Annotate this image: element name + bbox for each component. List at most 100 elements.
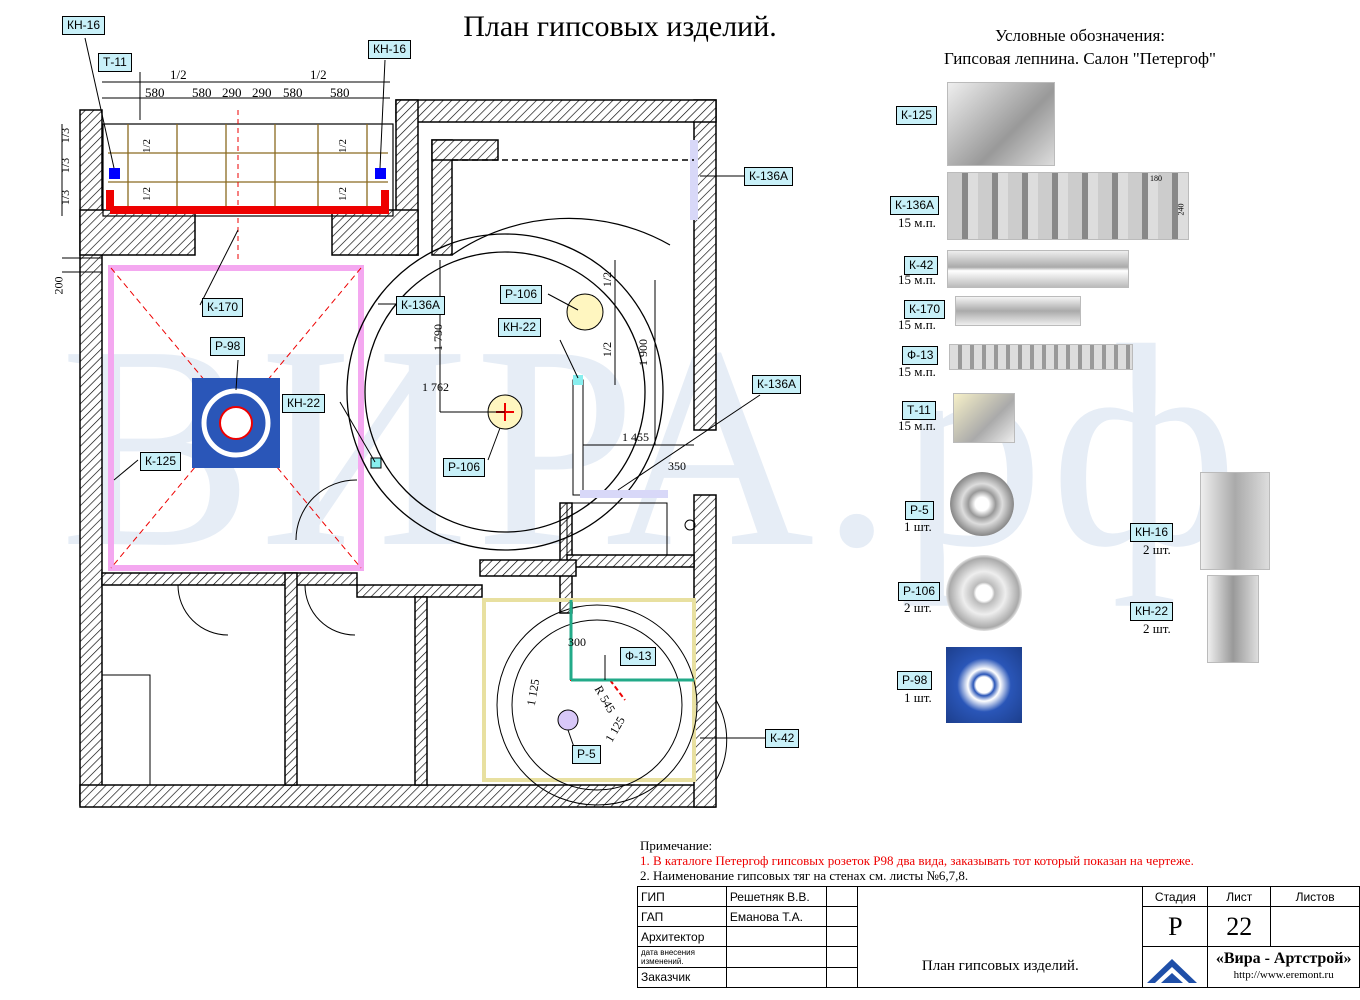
legend-image-f13: [949, 344, 1133, 370]
legend-qty-f13: 15 м.п.: [898, 364, 936, 379]
legend-image-k170: [955, 296, 1081, 326]
tag-k125: К-125: [140, 452, 182, 471]
note-block: Примечание: 1. В каталоге Петергоф гипсо…: [640, 838, 1194, 883]
legend-heading-line2: Гипсовая лепнина. Салон "Петергоф": [944, 49, 1216, 68]
stamp-stage-label: Стадия: [1142, 886, 1209, 907]
dim-200: 200: [51, 276, 66, 295]
legend-image-kn22: [1207, 575, 1259, 663]
stamp-website: http://www.eremont.ru: [1233, 969, 1334, 981]
legend-code-k125: К-125: [896, 106, 938, 125]
dim-third-1: 1/3: [58, 127, 73, 144]
dim-1455: 1 455: [622, 430, 649, 444]
tag-k170: К-170: [202, 298, 244, 317]
legend-heading: Условные обозначения: Гипсовая лепнина. …: [880, 24, 1280, 70]
dim-half-left: 1/2: [170, 67, 187, 82]
legend-code-f13: Ф-13: [902, 346, 939, 365]
company-logo-icon: [1147, 959, 1198, 983]
dim-seg-4: 290: [252, 85, 272, 100]
legend-code-k42: К-42: [904, 256, 939, 275]
stamp-role-2: ГАП: [637, 906, 727, 927]
stamp-sheets-label: Листов: [1270, 886, 1360, 907]
stamp-company-name: «Вира - Артстрой»: [1215, 950, 1352, 967]
dim-350: 350: [668, 459, 686, 473]
note-heading: Примечание:: [640, 838, 713, 853]
tag-p106-bottom: Р-106: [443, 458, 486, 477]
legend-qty-t11: 15 м.п.: [898, 418, 936, 433]
stamp-name-3: [725, 926, 828, 947]
legend-image-p106: [946, 555, 1022, 631]
legend-code-p98: Р-98: [897, 671, 933, 690]
dim-third-3: 1/3: [58, 189, 73, 206]
legend-image-t11: [953, 393, 1015, 443]
legend-dim-240: 240: [1176, 203, 1186, 216]
stamp-name-5: [725, 966, 828, 988]
dim-half-right: 1/2: [310, 67, 327, 82]
dim-1900: 1 900: [636, 339, 650, 366]
legend-image-p98: [946, 647, 1022, 723]
dim-seg-2: 580: [192, 85, 212, 100]
dim-half-v2: 1/2: [600, 341, 615, 358]
note-line-2: 2. Наименование гипсовых тяг на стенах с…: [640, 868, 969, 883]
dim-half-v1: 1/2: [600, 271, 615, 288]
stamp-role-4: дата внесения изменений.: [637, 946, 727, 968]
stamp-company: «Вира - Артстрой» http://www.eremont.ru: [1207, 946, 1360, 988]
legend-image-k42: [947, 250, 1129, 288]
dim-300: 300: [568, 635, 586, 649]
legend-image-p5: [950, 472, 1014, 536]
stamp-name-2: Еманова Т.А.: [725, 906, 828, 927]
legend-qty-k42: 15 м.п.: [898, 272, 936, 287]
tag-kn16-left: КН-16: [62, 16, 105, 35]
stamp-drawing-title: План гипсовых изделий.: [857, 946, 1144, 988]
legend-code-kn22: КН-22: [1130, 602, 1173, 621]
note-line-1: 1. В каталоге Петергоф гипсовых розеток …: [640, 853, 1194, 868]
stamp-role-5: Заказчик: [637, 966, 727, 988]
dim-seg-5: 580: [283, 85, 303, 100]
dim-half-small-1: 1/2: [141, 138, 154, 154]
legend-code-k136a: К-136А: [890, 196, 940, 215]
tag-kn22-left: КН-22: [282, 394, 325, 413]
legend-qty-kn16: 2 шт.: [1143, 542, 1171, 557]
dim-seg-6: 580: [330, 85, 350, 100]
legend-code-t11: Т-11: [902, 401, 936, 420]
legend-qty-kn22: 2 шт.: [1143, 621, 1171, 636]
legend-code-k170: К-170: [904, 300, 946, 319]
legend-image-k125: [947, 82, 1055, 166]
tag-p106-top: Р-106: [500, 285, 543, 304]
stamp-logo: [1142, 946, 1209, 988]
legend-qty-k170: 15 м.п.: [898, 317, 936, 332]
legend-code-p106: Р-106: [898, 582, 941, 601]
legend-code-p5: Р-5: [905, 501, 934, 520]
tag-kn16-right: КН-16: [368, 40, 411, 59]
stamp-sheets: [1270, 906, 1360, 947]
dim-half-small-2: 1/2: [141, 186, 154, 202]
legend-qty-p5: 1 шт.: [904, 519, 932, 534]
legend-image-k136a: [947, 172, 1189, 240]
stamp-role-1: ГИП: [637, 886, 727, 907]
dim-1762: 1 762: [422, 380, 449, 394]
tag-k136a-top: К-136А: [744, 167, 794, 186]
page-title: План гипсовых изделий.: [463, 10, 777, 43]
legend-image-kn16: [1200, 472, 1270, 570]
stamp-sheet-label: Лист: [1207, 886, 1272, 907]
floor-plan: [61, 37, 766, 808]
legend-qty-p106: 2 шт.: [904, 600, 932, 615]
dim-seg-1: 580: [145, 85, 165, 100]
dim-half-small-3: 1/2: [337, 138, 350, 154]
tag-kn22-right: КН-22: [498, 318, 541, 337]
title-block: ГИП Решетняк В.В. Стадия Лист Листов ГАП…: [637, 886, 1360, 988]
tag-k136a-right: К-136А: [752, 375, 802, 394]
dim-1790: 1 790: [431, 324, 445, 351]
legend-qty-p98: 1 шт.: [904, 690, 932, 705]
stamp-name-1: Решетняк В.В.: [725, 886, 828, 907]
dim-half-small-4: 1/2: [337, 186, 350, 202]
stamp-role-3: Архитектор: [637, 926, 727, 947]
tag-p5: Р-5: [572, 745, 601, 764]
legend-code-kn16: КН-16: [1130, 523, 1173, 542]
stamp-name-4: [725, 946, 828, 968]
tag-t11: Т-11: [98, 53, 132, 72]
tag-k42: К-42: [765, 729, 800, 748]
stamp-stage: Р: [1142, 906, 1209, 947]
stamp-sheet: 22: [1207, 906, 1272, 947]
legend-dim-180: 180: [1150, 174, 1162, 183]
legend-qty-k136a: 15 м.п.: [898, 215, 936, 230]
